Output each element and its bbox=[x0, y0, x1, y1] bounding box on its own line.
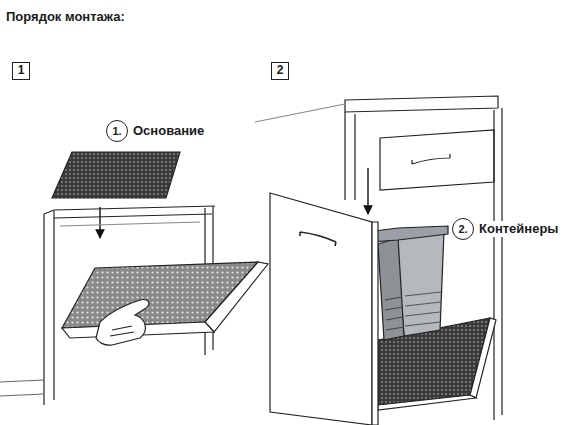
container-ribs bbox=[405, 292, 441, 326]
drawer-front bbox=[270, 193, 372, 425]
step-number: 1 bbox=[18, 63, 25, 78]
back-edge bbox=[255, 104, 345, 122]
callout: 2.Контейнеры bbox=[452, 218, 559, 240]
cabinet-two bbox=[255, 96, 502, 425]
back-edge bbox=[60, 222, 200, 226]
step-box: 1 bbox=[12, 62, 30, 80]
callout-number: 2. bbox=[452, 218, 474, 240]
drawer-rail bbox=[378, 395, 476, 410]
hand bbox=[96, 300, 149, 346]
cabinet-one bbox=[0, 152, 268, 405]
upper-drawer bbox=[380, 130, 494, 190]
insert-arrow bbox=[99, 207, 100, 238]
part-name: Основание bbox=[132, 123, 205, 139]
callout-number: 1. bbox=[106, 120, 128, 142]
drawer-front-edge bbox=[372, 222, 378, 425]
floor-line bbox=[0, 380, 44, 396]
insert-arrow bbox=[367, 168, 368, 214]
drawer-side bbox=[205, 262, 268, 332]
container bbox=[378, 238, 404, 340]
drawer-handle bbox=[412, 154, 450, 164]
side-panel bbox=[494, 108, 502, 420]
container-ribs bbox=[385, 297, 404, 330]
part-name: Контейнеры bbox=[478, 221, 559, 237]
countertop bbox=[345, 96, 498, 112]
top-rail bbox=[54, 206, 215, 218]
side-panel bbox=[44, 210, 54, 405]
drawer-handle bbox=[300, 232, 336, 246]
hand-fingers bbox=[110, 326, 134, 336]
step-box: 2 bbox=[271, 62, 289, 80]
drawer-side bbox=[470, 318, 496, 398]
callout: 1.Основание bbox=[106, 120, 205, 142]
page-title: Порядок монтажа: bbox=[6, 9, 125, 25]
side-panel bbox=[345, 112, 355, 200]
step-number: 2 bbox=[277, 63, 284, 78]
base-mat bbox=[52, 152, 180, 198]
